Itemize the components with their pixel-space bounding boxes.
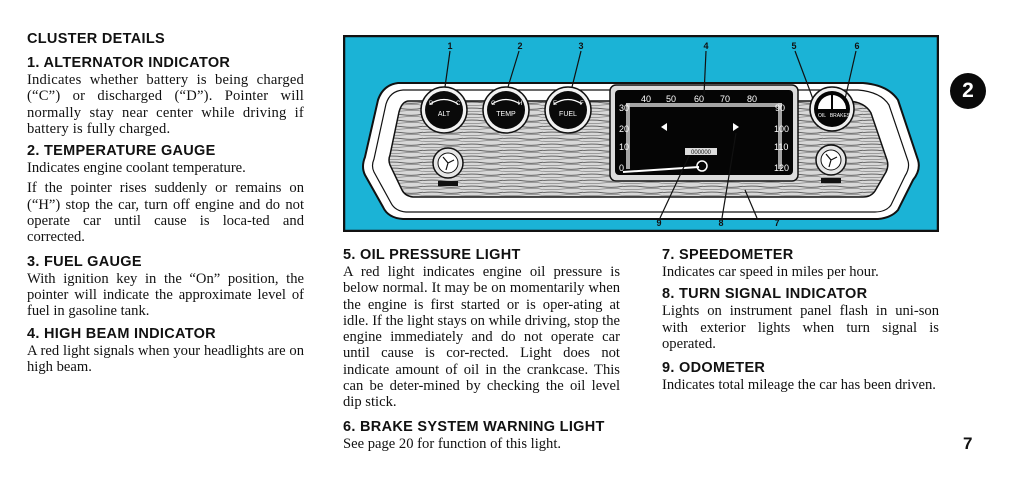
item-text-odometer: Indicates total mileage the car has been… xyxy=(662,377,936,394)
speedometer-tick-labels: 0 10 20 30 40 50 60 70 80 90 100 110 120 xyxy=(619,94,789,173)
left-control-knob xyxy=(432,147,464,186)
speed-tick-label: 30 xyxy=(619,103,629,113)
item-heading-speedometer: 7. SPEEDOMETER xyxy=(662,247,794,263)
odometer-value: 000000 xyxy=(691,150,712,156)
item-text-alternator: Indicates whether battery is being charg… xyxy=(27,72,304,137)
temp-label: TEMP xyxy=(496,111,516,118)
speed-tick-label: 110 xyxy=(774,142,788,152)
chapter-badge: 2 xyxy=(950,73,986,109)
temp-right-label: H xyxy=(518,101,522,107)
callout-9: 9 xyxy=(656,218,661,228)
item-text-brake-warning: See page 20 for function of this light. xyxy=(343,435,562,452)
item-heading-fuel: 3. FUEL GAUGE xyxy=(27,253,142,270)
brakes-light-label: BRAKES xyxy=(830,113,851,119)
alternator-gauge: D C ALT xyxy=(420,86,468,134)
column-middle: 5. OIL PRESSURE LIGHT A red light indica… xyxy=(343,247,620,452)
speed-tick-label: 70 xyxy=(720,94,730,104)
speed-tick-label: 100 xyxy=(774,124,789,134)
callout-6: 6 xyxy=(854,41,859,51)
alt-label: ALT xyxy=(438,111,451,118)
callout-7: 7 xyxy=(774,218,779,228)
speed-tick-label: 20 xyxy=(619,124,629,134)
instrument-cluster-illustration: D C ALT C H TEMP E F FUEL 0 10 20 30 40 50 60 7… xyxy=(343,35,939,232)
item-text-speedometer: Indicates car speed in miles per hour. xyxy=(662,264,879,280)
speed-tick-label: 0 xyxy=(619,163,624,173)
oil-light-label: OIL xyxy=(818,113,826,119)
speed-tick-label: 60 xyxy=(694,94,704,104)
fuel-label: FUEL xyxy=(559,111,577,118)
callout-4: 4 xyxy=(703,41,708,51)
item-heading-temperature: 2. TEMPERATURE GAUGE xyxy=(27,143,216,160)
fuel-right-label: F xyxy=(580,101,584,107)
turn-signal-left-icon xyxy=(661,123,667,131)
temp-left-label: C xyxy=(491,101,496,107)
item-heading-alternator: 1. ALTERNATOR INDICATOR xyxy=(27,55,231,71)
item-text-temperature-1: Indicates engine coolant temperature. xyxy=(27,160,246,177)
callout-3: 3 xyxy=(578,41,583,51)
speed-tick-label: 90 xyxy=(775,103,785,113)
item-heading-odometer: 9. ODOMETER xyxy=(662,360,766,377)
page-number: 7 xyxy=(963,434,973,453)
item-text-fuel: With ignition key in the “On” position, … xyxy=(27,270,304,320)
speed-tick-label: 120 xyxy=(774,163,789,173)
temperature-gauge: C H TEMP xyxy=(482,86,530,134)
turn-signal-right-icon xyxy=(733,123,739,131)
speedometer: 0 10 20 30 40 50 60 70 80 90 100 110 120 000000 xyxy=(609,84,799,182)
item-text-turn-signal: Lights on instrument panel flash in uni-… xyxy=(662,303,939,352)
callout-lines xyxy=(444,50,857,219)
speed-tick-label: 10 xyxy=(619,142,629,152)
callout-1: 1 xyxy=(447,41,452,51)
right-control-knob xyxy=(815,144,847,183)
fuel-gauge: E F FUEL xyxy=(544,86,592,134)
section-title: CLUSTER DETAILS xyxy=(27,31,165,47)
speed-tick-label: 40 xyxy=(641,94,651,104)
speed-tick-label: 50 xyxy=(666,94,676,104)
speedometer-needle xyxy=(622,166,700,173)
callout-numbers: 1 2 3 4 5 6 7 8 9 xyxy=(447,41,859,228)
callout-2: 2 xyxy=(517,41,522,51)
item-heading-oil-pressure: 5. OIL PRESSURE LIGHT xyxy=(343,247,521,263)
warning-lights: OIL BRAKES xyxy=(809,86,855,132)
alt-left-label: D xyxy=(429,101,434,107)
odometer xyxy=(685,148,717,155)
item-text-high-beam: A red light signals when your headlights… xyxy=(27,342,304,375)
alt-right-label: C xyxy=(456,101,461,107)
fuel-left-label: E xyxy=(553,101,557,107)
item-heading-brake-warning: 6. BRAKE SYSTEM WARNING LIGHT xyxy=(343,418,605,435)
item-text-temperature-2: If the pointer rises suddenly or remains… xyxy=(27,180,304,246)
callout-8: 8 xyxy=(718,218,723,228)
column-left: CLUSTER DETAILS 1. ALTERNATOR INDICATOR … xyxy=(27,31,304,375)
column-right: 7. SPEEDOMETER Indicates car speed in mi… xyxy=(662,247,939,393)
item-text-oil-pressure: A red light indicates engine oil pressur… xyxy=(343,264,620,411)
callout-5: 5 xyxy=(791,41,796,51)
speed-tick-label: 80 xyxy=(747,94,757,104)
item-heading-high-beam: 4. HIGH BEAM INDICATOR xyxy=(27,325,216,342)
item-heading-turn-signal: 8. TURN SIGNAL INDICATOR xyxy=(662,286,868,303)
